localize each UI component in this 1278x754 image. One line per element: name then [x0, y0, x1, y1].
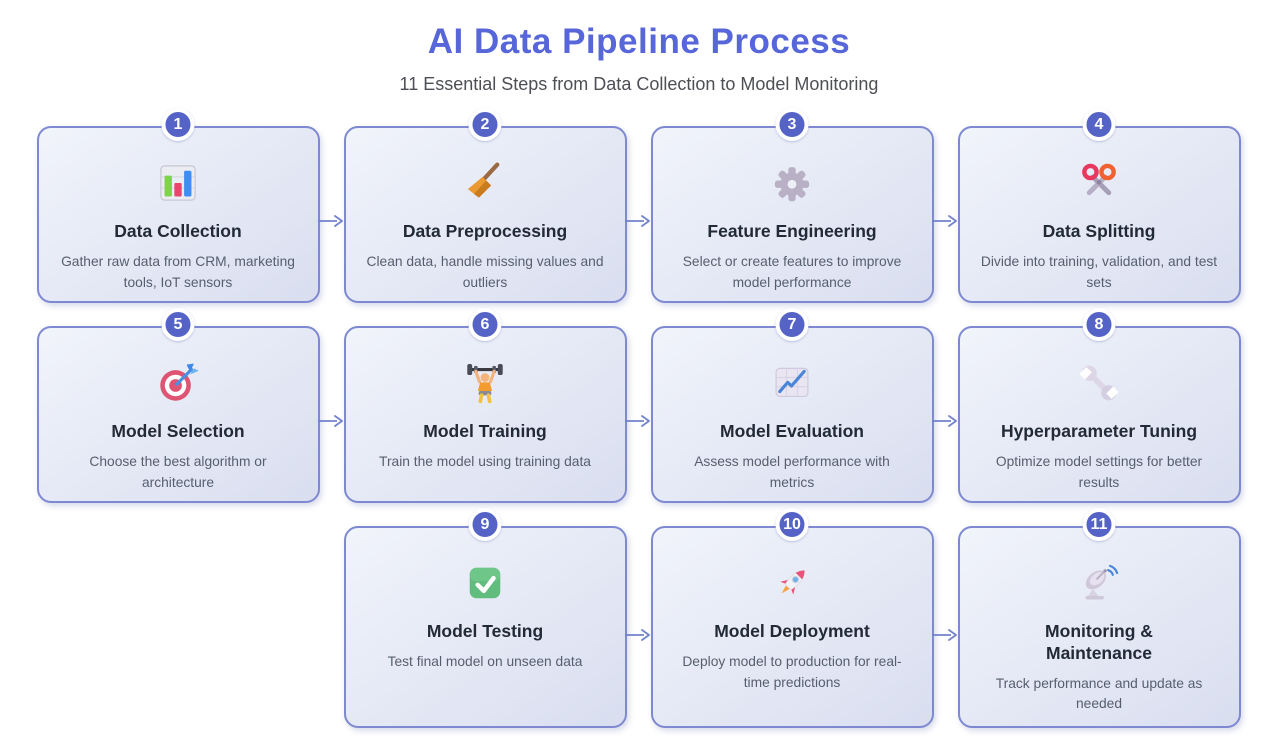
- step-number-badge: 8: [1082, 308, 1116, 341]
- pipeline-step-card: 1 Data Collection Gather raw data from C…: [36, 108, 343, 303]
- pipeline-step-card: 11 Monitoring & Maintenance Track perfor…: [957, 508, 1241, 728]
- pipeline-step-card: 3 Feature Engineering Select or create f…: [650, 108, 957, 303]
- step-number-badge: 4: [1082, 108, 1116, 141]
- step-title: Feature Engineering: [707, 221, 877, 241]
- gear-icon: [770, 161, 814, 205]
- step-title: Data Preprocessing: [402, 221, 568, 241]
- arrow-right-icon: [317, 414, 344, 428]
- wrench-icon: [1077, 361, 1121, 405]
- step-number-badge: 2: [468, 108, 502, 141]
- target-icon: [156, 361, 200, 405]
- pipeline-step-card: 6 Model Training Train the model using t…: [343, 308, 650, 503]
- arrow-right-icon: [624, 214, 651, 228]
- step-title: Model Deployment: [714, 621, 870, 641]
- arrow-right-icon: [317, 214, 344, 228]
- chart-increasing-icon: [770, 361, 814, 405]
- pipeline-step-card: 5 Model Selection Choose the best algori…: [36, 308, 343, 503]
- step-number: 11: [1090, 515, 1108, 533]
- step-number: 10: [783, 515, 801, 533]
- step-description: Track performance and update as needed: [995, 675, 1203, 712]
- broom-icon: [463, 161, 507, 205]
- step-number-badge: 3: [775, 108, 809, 141]
- step-title: Hyperparameter Tuning: [1000, 421, 1198, 441]
- step-description: Assess model performance with metrics: [694, 453, 890, 490]
- step-title: Data Splitting: [1042, 221, 1156, 241]
- step-title: Monitoring & Maintenance: [1045, 621, 1153, 663]
- step-description: Optimize model settings for better resul…: [995, 453, 1203, 490]
- step-title: Model Training: [423, 421, 547, 441]
- arrow-right-icon: [931, 414, 958, 428]
- step-number-badge: 9: [468, 508, 502, 541]
- step-number: 6: [480, 315, 490, 333]
- step-number-badge: 5: [161, 308, 195, 341]
- page-title: AI Data Pipeline Process: [427, 22, 851, 61]
- step-description: Test final model on unseen data: [387, 653, 583, 669]
- header: AI Data Pipeline Process 11 Essential St…: [0, 0, 1278, 95]
- pipeline-step-card: 4 Data Splitting Divide into training, v…: [957, 108, 1241, 303]
- step-number: 8: [1094, 315, 1104, 333]
- step-number-badge: 1: [161, 108, 195, 141]
- step-description: Clean data, handle missing values and ou…: [366, 253, 604, 290]
- step-number-badge: 7: [775, 308, 809, 341]
- step-description: Gather raw data from CRM, marketing tool…: [61, 253, 295, 290]
- scissors-icon: [1077, 161, 1121, 205]
- step-number: 5: [173, 315, 183, 333]
- check-mark-icon: [463, 561, 507, 605]
- satellite-icon: [1077, 561, 1121, 605]
- rocket-icon: [770, 561, 814, 605]
- step-title: Data Collection: [114, 221, 242, 241]
- pipeline-step-card: 7 Model Evaluation Assess model performa…: [650, 308, 957, 503]
- step-title: Model Testing: [426, 621, 544, 641]
- step-number: 2: [480, 115, 490, 133]
- pipeline-step-card: 9 Model Testing Test final model on unse…: [343, 508, 650, 728]
- pipeline-step-card: 8 Hyperparameter Tuning Optimize model s…: [957, 308, 1241, 503]
- step-number: 9: [480, 515, 490, 533]
- pipeline-step-card: 2 Data Preprocessing Clean data, handle …: [343, 108, 650, 303]
- step-number-badge: 11: [1082, 508, 1116, 541]
- pipeline-step-card: 10 Model Deployment Deploy model to prod…: [650, 508, 957, 728]
- step-title: Model Evaluation: [720, 421, 864, 441]
- bar-chart-icon: [156, 161, 200, 205]
- step-description: Train the model using training data: [379, 453, 591, 469]
- arrow-right-icon: [931, 214, 958, 228]
- arrow-right-icon: [624, 628, 651, 642]
- step-number: 1: [173, 115, 183, 133]
- step-number: 3: [787, 115, 797, 133]
- arrow-right-icon: [931, 628, 958, 642]
- pipeline-grid: 1 Data Collection Gather raw data from C…: [36, 108, 1242, 728]
- step-number-badge: 10: [775, 508, 809, 541]
- weightlifter-icon: [463, 361, 507, 405]
- step-title: Model Selection: [111, 421, 245, 441]
- step-description: Select or create features to improve mod…: [682, 253, 902, 290]
- step-description: Deploy model to production for real-time…: [682, 653, 902, 690]
- step-description: Divide into training, validation, and te…: [980, 253, 1218, 290]
- step-number: 4: [1094, 115, 1104, 133]
- step-description: Choose the best algorithm or architectur…: [89, 453, 267, 490]
- arrow-right-icon: [624, 414, 651, 428]
- step-number: 7: [787, 315, 797, 333]
- page-subtitle: 11 Essential Steps from Data Collection …: [399, 74, 879, 94]
- step-number-badge: 6: [468, 308, 502, 341]
